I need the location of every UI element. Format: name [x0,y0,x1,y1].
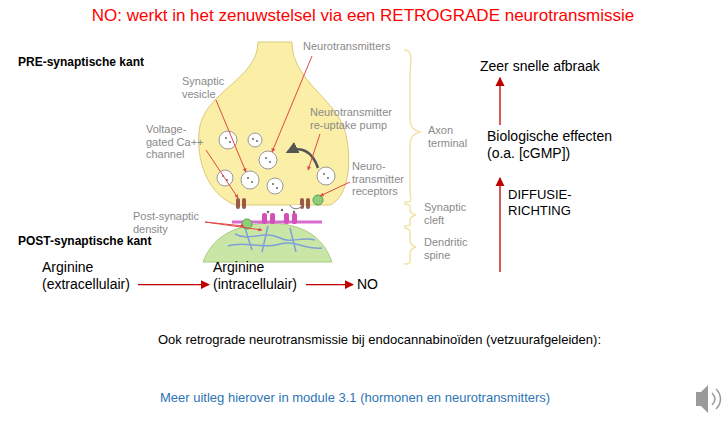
bracket-label: Dendritic spine [424,236,479,261]
node-text: Zeer snelle afbraak [480,58,604,75]
slide-title: NO: werkt in het zenuwstelsel via een RE… [0,6,726,26]
text-node: NO [357,276,382,293]
callout-label: Neuro-transmitter receptors [352,160,414,198]
callout-label: Post-synaptic density [133,210,205,235]
text-node: Zeer snelle afbraak [480,58,604,75]
text-node: Arginine (intracellulair) [213,259,302,293]
arrow-connector [306,284,353,285]
arrow-connector [499,78,500,125]
note-text: Meer uitleg hierover in module 3.1 (horm… [160,390,550,405]
node-text: Biologische effecten (o.a. [cGMP]) [487,128,617,162]
bracket-label: Axon terminal [428,124,478,149]
callout-label: Voltage-gated Ca++ channel [146,123,208,161]
callout-label: Neurotransmitter re-uptake pump [310,106,402,131]
direction-label: DIFFUSIE-RICHTING [508,187,603,220]
arrow-connector [138,284,209,285]
node-text: Arginine (intracellulair) [213,259,302,293]
callout-label: Neurotransmitters [303,40,390,53]
side-label: POST-synaptische kant [18,234,151,248]
note-text: Ook retrograde neurotransmissie bij endo… [158,332,601,347]
node-text: Arginine (extracellulair) [42,259,134,293]
node-text: NO [357,276,382,293]
bracket-label: Synaptic cleft [424,201,476,226]
side-label: PRE-synaptische kant [18,55,144,69]
text-node: Biologische effecten (o.a. [cGMP]) [487,128,617,162]
text-node: Arginine (extracellulair) [42,259,134,293]
callout-label: Synaptic vesicle [182,75,234,100]
